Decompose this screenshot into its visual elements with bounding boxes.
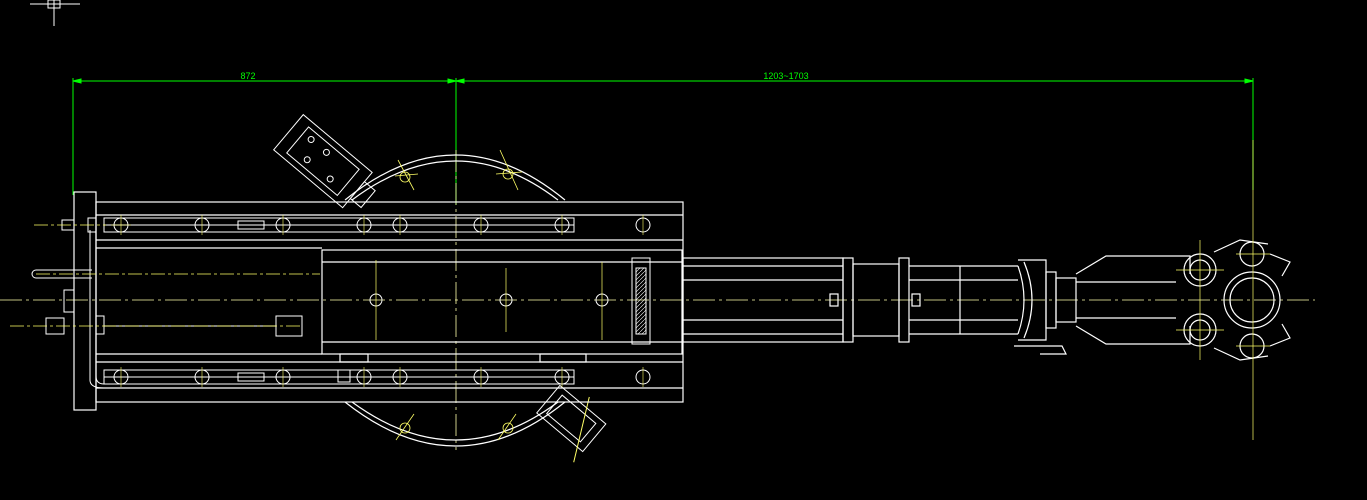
- dimension-label-left: 872: [240, 71, 255, 81]
- gear-rack: [631, 257, 651, 345]
- main-centerline: [0, 150, 1315, 450]
- cylinder-boom: [682, 257, 1018, 343]
- dimension-lines: [72, 78, 1254, 205]
- angled-clamp-bottom: [536, 384, 607, 463]
- upper-rail: [103, 217, 575, 233]
- clamp-centerlines: [1176, 140, 1270, 440]
- turntable-markers: [394, 149, 523, 441]
- carriage-centerlines: [375, 260, 603, 340]
- dimension-label-right: 1203~1703: [763, 71, 808, 81]
- boom-yoke: [1014, 255, 1191, 355]
- sliding-carriage: [321, 249, 683, 363]
- angled-clamp-top: [272, 113, 376, 209]
- turntable-arcs: [344, 154, 566, 447]
- ucs-crosshair-icon: [30, 0, 80, 26]
- left-centerlines: [10, 224, 320, 327]
- bolt-crosshairs: [111, 215, 644, 387]
